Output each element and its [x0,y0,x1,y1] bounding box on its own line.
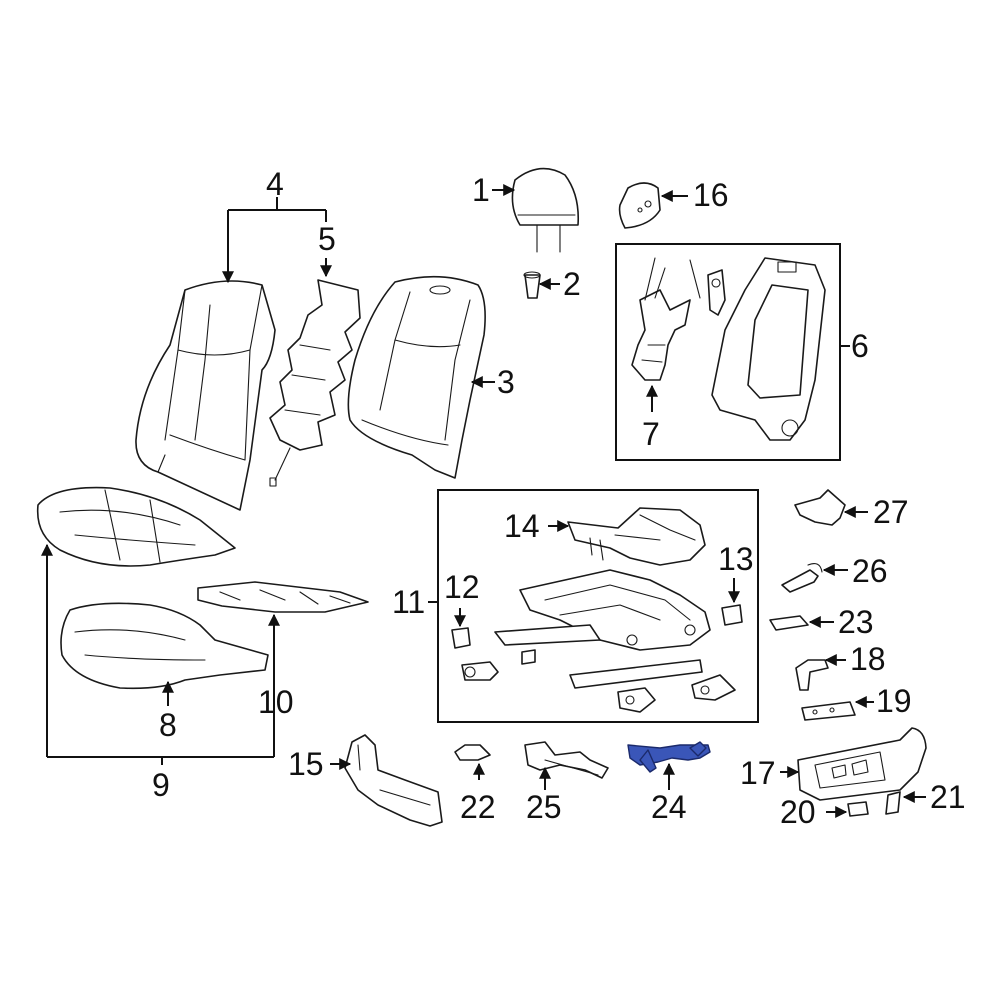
callout-9[interactable]: 9 [152,767,170,803]
callout-8[interactable]: 8 [159,707,177,743]
part-26-hook[interactable] [781,563,823,593]
part-18-bracket[interactable] [795,659,829,691]
callout-17[interactable]: 17 [740,755,776,791]
callout-16[interactable]: 16 [693,177,729,213]
part-27-cover[interactable] [794,489,846,526]
part-7-lumbar-support[interactable] [631,257,701,381]
callout-13[interactable]: 13 [718,541,754,577]
part-21-knob[interactable] [885,791,901,815]
seat-frame-assembly[interactable] [494,569,711,689]
part-24-wire-harness[interactable] [627,741,711,773]
lumbar-adjuster[interactable] [707,269,726,316]
part-10-seat-heater[interactable] [197,581,369,613]
part-6-group-frame [615,243,841,461]
leader-lines [41,184,926,818]
callout-19[interactable]: 19 [876,683,912,719]
seat-motor-right[interactable] [691,674,736,701]
callout-11[interactable]: 11 [392,584,425,620]
part-8-seat-cushion-pad[interactable] [60,602,269,690]
seat-motor-left[interactable] [461,661,499,681]
callout-4[interactable]: 4 [266,166,284,202]
callout-22[interactable]: 22 [460,789,496,825]
part-19-bracket[interactable] [801,701,856,721]
callout-numbers: 1 2 3 4 5 6 7 8 9 10 11 12 13 14 15 16 1… [152,166,966,830]
part-17-side-shield[interactable] [797,727,927,801]
callout-2[interactable]: 2 [563,266,581,302]
part-16-cover[interactable] [618,182,661,229]
callout-10[interactable]: 10 [258,684,294,720]
callout-18[interactable]: 18 [850,641,886,677]
callout-20[interactable]: 20 [780,794,816,830]
callout-1[interactable]: 1 [472,172,490,208]
small-bracket[interactable] [521,649,536,665]
callout-25[interactable]: 25 [526,789,562,825]
callout-26[interactable]: 26 [852,553,888,589]
callout-23[interactable]: 23 [838,604,874,640]
callout-27[interactable]: 27 [873,494,909,530]
part-11-group-frame [437,489,759,723]
part-14-link-assembly[interactable] [567,507,706,566]
seatback-frame[interactable] [711,257,826,441]
part-4-seatback-assembly[interactable] [135,280,276,511]
part-12-clip[interactable] [451,627,471,649]
part-13-bracket[interactable] [721,604,743,626]
callout-21[interactable]: 21 [930,779,966,815]
part-25-bracket[interactable] [524,741,609,779]
callout-14[interactable]: 14 [504,508,540,544]
part-22-cover[interactable] [454,744,491,761]
callout-5[interactable]: 5 [318,221,336,257]
seat-cushion-cover[interactable] [36,486,236,567]
part-5-seatback-heater[interactable] [269,279,361,487]
callout-3[interactable]: 3 [497,364,515,400]
callout-7[interactable]: 7 [642,416,660,452]
part-1-headrest[interactable] [511,167,580,253]
callout-6[interactable]: 6 [851,328,869,364]
callout-12[interactable]: 12 [444,569,480,605]
seat-motor-center[interactable] [617,687,656,713]
callout-15[interactable]: 15 [288,746,324,782]
part-15-inner-shield[interactable] [344,734,443,827]
part-3-seatback-pad[interactable] [347,275,486,479]
part-23-trim[interactable] [769,615,809,631]
part-2-headrest-guide[interactable] [523,271,541,299]
part-20-knob[interactable] [847,801,869,817]
callout-24[interactable]: 24 [651,789,687,825]
